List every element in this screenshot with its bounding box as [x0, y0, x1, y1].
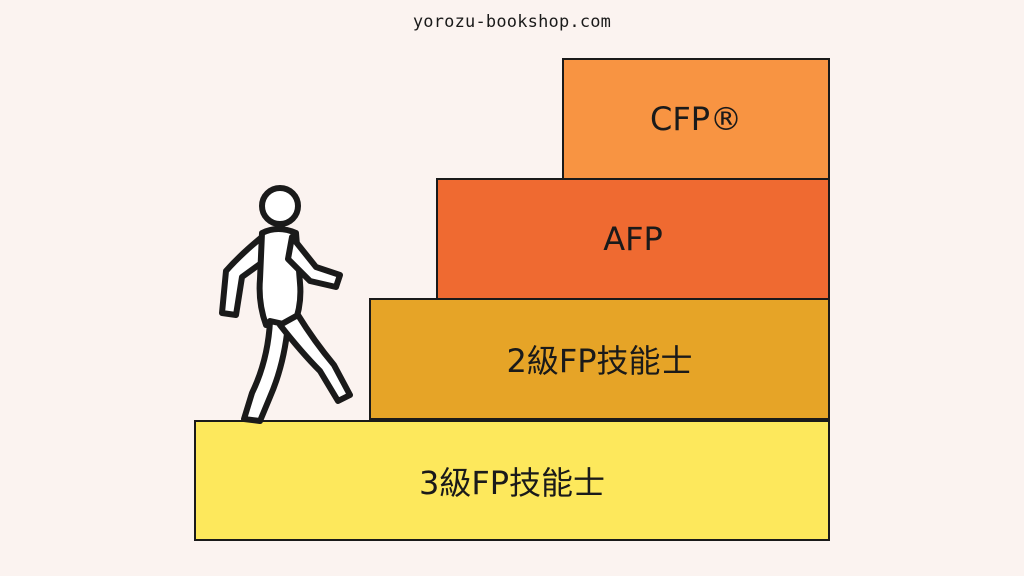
step-fp2-label: 2級FP技能士	[506, 342, 693, 380]
walker-front-arm	[285, 234, 343, 290]
step-fp3-label: 3級FP技能士	[418, 463, 606, 502]
site-label: yorozu-bookshop.com	[412, 12, 612, 32]
walker-front-leg	[277, 312, 353, 404]
walking-person-icon	[219, 185, 353, 424]
step-cfp: CFP®	[562, 58, 830, 180]
step-fp3: 3級FP技能士	[194, 420, 830, 541]
step-fp2: 2級FP技能士	[369, 298, 830, 420]
step-afp-label: AFP	[603, 220, 663, 258]
walker-back-arm	[219, 234, 267, 318]
walker-back-leg	[241, 318, 291, 424]
step-afp: AFP	[436, 178, 830, 300]
step-cfp-label: CFP®	[649, 100, 743, 138]
walker-head	[259, 185, 301, 227]
